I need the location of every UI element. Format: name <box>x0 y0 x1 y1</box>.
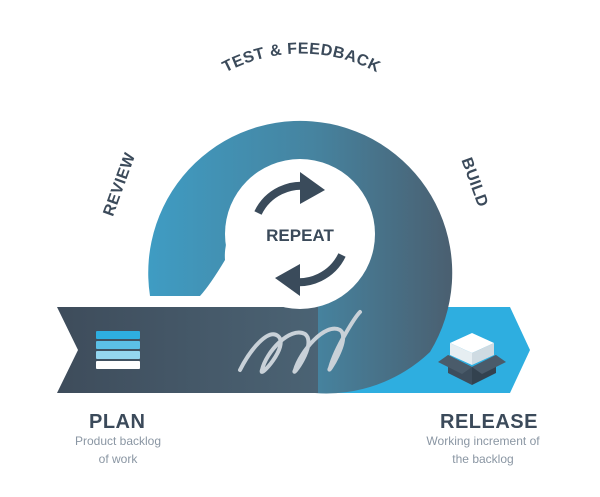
test-feedback-label: TEST & FEEDBACK <box>220 40 383 76</box>
build-label: BUILD <box>457 155 491 209</box>
plan-desc-line1: Product backlog <box>58 432 178 450</box>
plan-desc-line2: of work <box>58 450 178 468</box>
review-label: REVIEW <box>100 150 139 218</box>
plan-description: Product backlog of work <box>58 432 178 468</box>
release-description: Working increment of the backlog <box>413 432 553 468</box>
test-feedback-textpath: TEST & FEEDBACK <box>220 40 383 76</box>
release-title: RELEASE <box>440 411 538 434</box>
plan-title: PLAN <box>89 411 145 434</box>
release-desc-line2: the backlog <box>413 450 553 468</box>
repeat-label: REPEAT <box>266 226 334 245</box>
release-desc-line1: Working increment of <box>413 432 553 450</box>
